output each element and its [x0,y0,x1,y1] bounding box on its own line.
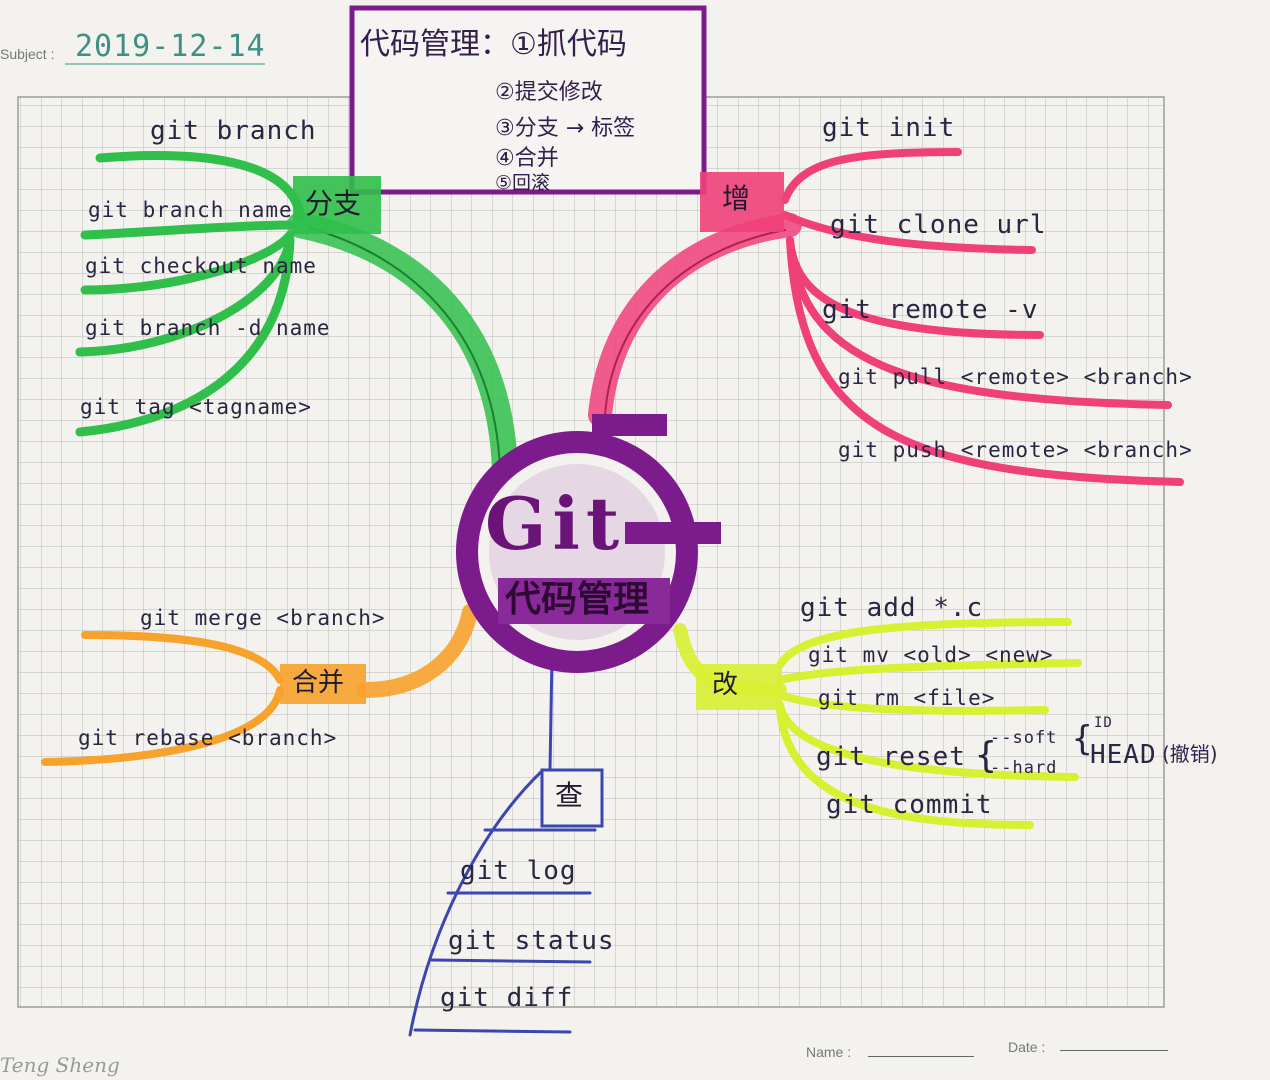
yellow-command: git rm <file> [818,686,996,710]
pink-command: git clone url [830,210,1047,240]
reset-brace: { [975,735,998,776]
note-box [349,5,707,195]
note-box-item: ③分支 → 标签 [495,116,636,141]
yellow-command: git commit [826,790,993,820]
reset-target-superscript: ID [1094,715,1113,731]
center-subtitle: 代码管理 [505,579,650,620]
green-command: git tag <tagname> [80,395,312,419]
orange-command: git rebase <branch> [78,726,338,750]
date-line [1060,1050,1168,1051]
reset-target: HEAD [1090,740,1157,770]
blue-command: git log [460,856,577,886]
center-node [456,414,721,673]
orange-command: git merge <branch> [140,606,386,630]
date-label: Date : [1008,1039,1046,1055]
branch-yellow-label: 改 [712,670,739,700]
green-command: git branch [150,116,317,146]
reset-option-hard: --hard [990,758,1058,778]
branch-blue-label-box [540,768,604,828]
signature: Teng Sheng [0,1053,120,1077]
branch-yellow-label-box [696,664,782,710]
reset-target-brace: { [1072,719,1094,759]
yellow-command: git reset [816,742,966,772]
green-command: git branch name [88,198,293,222]
blue-command: git status [448,926,615,956]
branch-orange-connectors [41,604,478,766]
center-title: Git [485,481,626,566]
reset-note: (撤销) [1162,742,1218,766]
name-label: Name : [806,1044,852,1060]
subject-label: Subject : [0,46,55,62]
green-command: git branch -d name [85,316,331,340]
branch-orange-label: 合并 [292,668,345,698]
name-line [868,1056,974,1057]
branch-green-connectors [75,151,518,483]
pink-command: git push <remote> <branch> [838,438,1193,462]
note-box-item: ②提交修改 [495,80,603,105]
pink-command: git init [822,113,956,143]
note-box-title: 代码管理：①抓代码 [360,27,627,62]
pink-command: git remote -v [822,295,1039,325]
note-box-item: ⑤回滚 [495,172,551,194]
reset-option-soft: --soft [990,728,1058,748]
subject-date: 2019-12-14 [75,29,266,64]
branch-pink-label-box [700,172,784,232]
blue-command: git diff [440,983,574,1013]
branch-pink-connectors [588,148,1184,486]
branch-blue-connectors [408,653,597,1037]
branch-orange-label-box [280,664,366,704]
branch-pink-label: 增 [722,182,751,215]
branch-green-label: 分支 [305,187,362,220]
yellow-command: git mv <old> <new> [808,643,1054,667]
note-box-item: ④合并 [495,146,559,171]
yellow-command: git add *.c [800,593,984,623]
branch-green-label-box [293,176,381,234]
green-command: git checkout name [85,254,317,278]
branch-blue-label: 查 [555,779,584,812]
pink-command: git pull <remote> <branch> [838,365,1193,389]
